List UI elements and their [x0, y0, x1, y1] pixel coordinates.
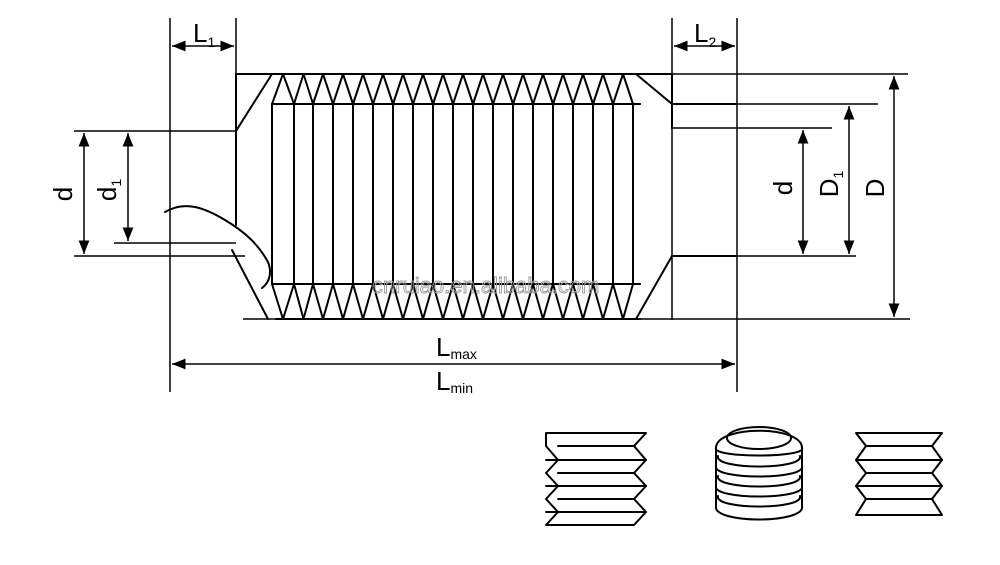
pleat-line [271, 73, 284, 105]
pleat-line [622, 73, 634, 105]
pleat-line [402, 73, 414, 105]
pleat-line [472, 73, 484, 105]
pleat-line [572, 73, 584, 105]
pleat-line [472, 283, 484, 320]
pleat-line [492, 283, 504, 320]
bellows-pleats [271, 73, 641, 320]
pleat-line [312, 283, 324, 320]
pleat-line [302, 283, 314, 320]
pleat-line [532, 73, 544, 105]
pleat-line [342, 283, 354, 320]
label-lmax: Lmax [436, 332, 477, 362]
pleat-line [602, 73, 614, 105]
label-lmin: Lmin [436, 366, 473, 396]
pleat-line [542, 283, 554, 320]
label-d1-left: d1 [92, 179, 124, 201]
pleat-line [422, 73, 434, 105]
pleat-line [522, 283, 534, 320]
pleat-line [412, 283, 424, 320]
pleat-line [572, 283, 584, 320]
pleat-line [282, 73, 295, 105]
pleat-line [592, 283, 604, 320]
pleat-line [352, 283, 364, 320]
pleat-line [332, 283, 344, 320]
pleat-line [422, 283, 434, 320]
pleat-line [382, 73, 394, 105]
watermark-text: cnruiao.en.alibaba.com [372, 273, 599, 298]
pleat-line [612, 73, 624, 105]
pleat-line [462, 73, 474, 105]
pleat-line [271, 283, 284, 320]
pleat-line [562, 283, 574, 320]
pleat-line [282, 283, 295, 320]
pleat-line [382, 283, 394, 320]
label-D-right: D [860, 179, 890, 198]
pleat-line [592, 73, 604, 105]
pleat-line [582, 283, 594, 320]
pleat-line [442, 283, 454, 320]
pleat-line [442, 73, 454, 105]
pleat-line [372, 283, 384, 320]
bellows-variant-flat-right [855, 432, 943, 516]
pleat-line [512, 73, 524, 105]
pleat-line [552, 73, 564, 105]
pleat-line [302, 73, 314, 105]
pleat-line [352, 73, 364, 105]
dimension-arrows [78, 40, 900, 370]
pleat-line [402, 283, 414, 320]
pleat-line [562, 73, 574, 105]
pleat-line [392, 73, 404, 105]
pleat-line [582, 73, 594, 105]
pleat-line [372, 73, 384, 105]
pleat-line [432, 283, 444, 320]
pleat-line [522, 73, 534, 105]
cutaway-edge [164, 205, 271, 289]
pleat-line [492, 73, 504, 105]
pleat-line [312, 73, 324, 105]
pleat-line [332, 73, 344, 105]
pleat-line [502, 73, 514, 105]
bellows-body [164, 73, 737, 320]
pleat-line [432, 73, 444, 105]
pleat-line [452, 283, 464, 320]
label-l2: L2 [694, 18, 716, 50]
pleat-line [512, 283, 524, 320]
pleat-line [602, 283, 614, 320]
pleat-line [322, 73, 334, 105]
pleat-line [482, 73, 494, 105]
pleat-line [552, 283, 564, 320]
bellows-variant-flat-left [545, 432, 647, 526]
bellows-variant-round [714, 426, 804, 521]
pleat-line [542, 73, 554, 105]
label-l1: L1 [193, 18, 215, 50]
pleat-line [482, 283, 494, 320]
pleat-line [452, 73, 464, 105]
pleat-line [362, 283, 374, 320]
pleat-line [392, 283, 404, 320]
pleat-line [502, 283, 514, 320]
label-d-left: d [48, 187, 78, 201]
pleat-line [293, 283, 305, 320]
pleat-line [362, 73, 374, 105]
pleat-line [412, 73, 424, 105]
label-d-right: d [768, 181, 798, 195]
pleat-line [532, 283, 544, 320]
pleat-line [462, 283, 474, 320]
pleat-line [612, 283, 624, 320]
pleat-line [322, 283, 334, 320]
pleat-line [293, 73, 305, 105]
pleat-line [342, 73, 354, 105]
pleat-line [622, 283, 634, 320]
label-D1-right: D1 [814, 171, 846, 198]
